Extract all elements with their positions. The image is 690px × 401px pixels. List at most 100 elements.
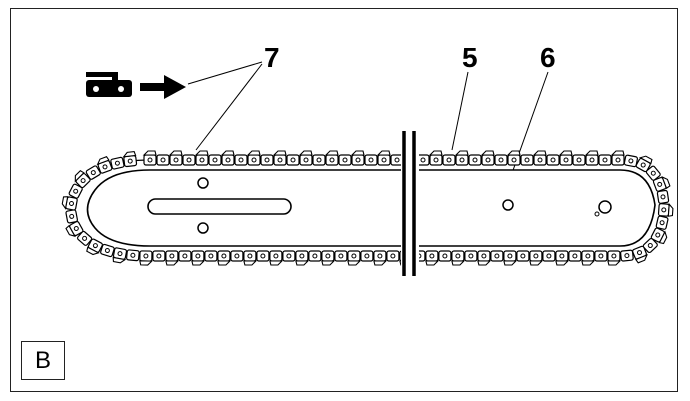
chain-link: [65, 220, 84, 238]
chain-link: [572, 154, 586, 166]
chain-link: [204, 250, 218, 262]
chain-link: [494, 154, 508, 166]
chain-link: [220, 150, 235, 166]
chain-link: [65, 209, 78, 224]
chain-link: [635, 155, 653, 173]
chain-link: [623, 154, 638, 168]
chain-link: [260, 154, 274, 166]
chain-link: [61, 196, 78, 211]
chain-link: [338, 154, 352, 166]
chain-link: [598, 154, 612, 166]
chain-link: [490, 250, 504, 262]
saw-chain: [61, 150, 674, 266]
chain-link: [516, 250, 530, 262]
chain-link: [350, 150, 365, 166]
chain-link: [546, 154, 560, 166]
chain-link: [256, 250, 270, 262]
chain-link: [295, 250, 310, 266]
chain-link: [428, 150, 443, 166]
bar-mounting-slot: [147, 198, 292, 215]
chain-link-icon: [86, 72, 132, 97]
chain-link: [438, 250, 452, 262]
chain-link: [282, 250, 296, 262]
chain-link: [529, 250, 544, 266]
chain-link: [96, 156, 113, 174]
chain-link: [347, 250, 362, 266]
chain-link: [425, 250, 440, 266]
chain-link: [312, 154, 326, 166]
chain-link: [386, 250, 400, 262]
callout-5: 5: [462, 42, 478, 73]
chain-link: [555, 250, 570, 266]
chain-link: [542, 250, 556, 262]
chain-link: [584, 150, 599, 166]
chain-link: [373, 250, 388, 266]
chain-link: [610, 150, 625, 166]
chain-link: [364, 154, 378, 166]
chain-link: [152, 250, 166, 262]
chain-link: [246, 150, 261, 166]
chain-link: [506, 150, 521, 166]
chain-link: [656, 189, 670, 204]
chain-link: [139, 250, 154, 266]
chain-link: [86, 238, 103, 256]
chain-link: [376, 150, 391, 166]
chain-link: [620, 249, 634, 262]
chain-link: [165, 250, 180, 266]
chain-link: [182, 154, 196, 166]
chain-link: [308, 250, 322, 262]
chain-link: [110, 156, 125, 170]
chain-link: [286, 154, 300, 166]
chain-link: [464, 250, 478, 262]
chain-link: [100, 243, 115, 258]
chain-link: [298, 150, 313, 166]
chain-link: [77, 230, 93, 246]
chain-link: [74, 169, 91, 189]
chain-link: [581, 250, 596, 266]
chain-link: [594, 250, 608, 262]
chain-link: [451, 250, 466, 266]
arrow-right-icon: [140, 75, 186, 99]
chain-link: [558, 150, 573, 166]
chain-link: [642, 237, 658, 254]
chain-link: [178, 250, 192, 262]
callout-7: 7: [264, 42, 280, 73]
chain-link: [607, 250, 622, 266]
chain-link: [334, 250, 348, 262]
chain-link: [468, 154, 482, 166]
chain-link: [652, 175, 671, 192]
chain-link: [532, 150, 547, 166]
chain-link: [156, 154, 170, 166]
chain-link: [520, 154, 534, 166]
break-lines: [401, 131, 419, 282]
chain-link: [503, 250, 518, 266]
chain-link: [269, 250, 284, 266]
chain-link: [112, 247, 128, 264]
chain-link: [321, 250, 336, 266]
chain-link: [191, 250, 206, 266]
chain-link: [168, 150, 183, 166]
chain-link: [390, 154, 404, 166]
chain-link: [126, 249, 140, 262]
chain-link: [324, 150, 339, 166]
chain-link: [632, 245, 648, 264]
callout-6: 6: [540, 42, 556, 73]
chain-link: [68, 183, 83, 199]
chain-link: [442, 154, 456, 166]
chain-link: [568, 250, 582, 262]
chain-link: [477, 250, 492, 266]
chain-link: [243, 250, 258, 266]
chain-link: [234, 154, 248, 166]
chain-link: [85, 165, 101, 180]
chain-link: [122, 151, 138, 168]
chain-link: [142, 150, 157, 166]
chain-link: [657, 202, 674, 217]
chain-link: [217, 250, 232, 266]
chain-link: [360, 250, 374, 262]
guide-bar-right: [418, 169, 656, 247]
panel-letter: B: [21, 341, 65, 380]
chain-link: [208, 154, 222, 166]
chain-link: [480, 150, 495, 166]
chain-link: [194, 150, 209, 166]
